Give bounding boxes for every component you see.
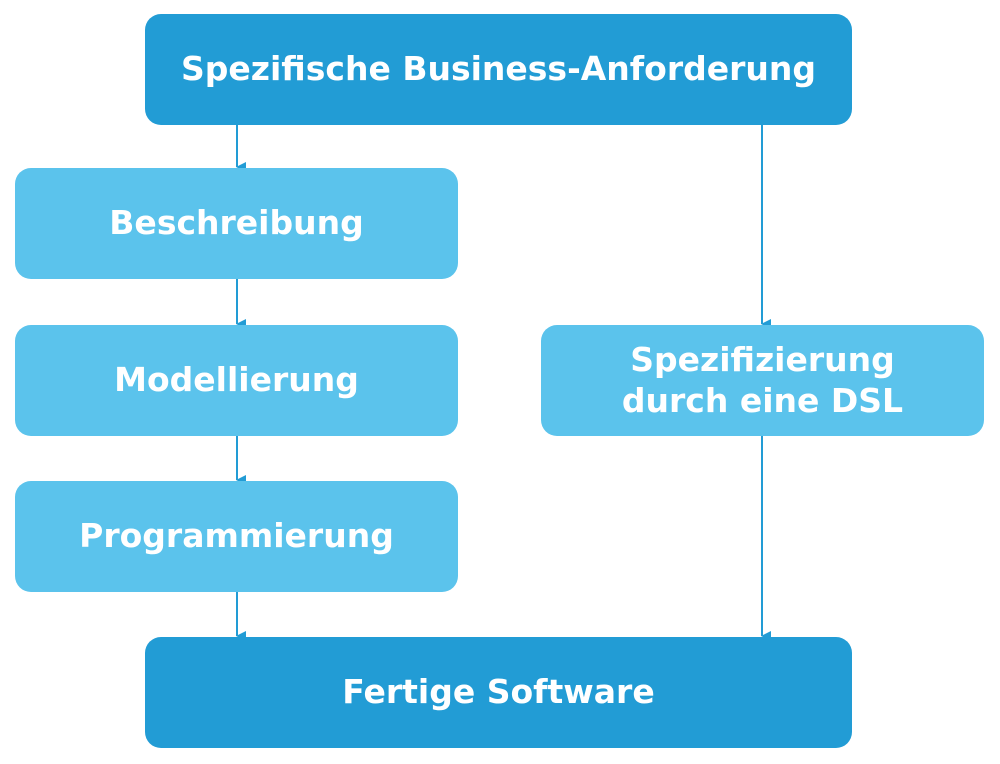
- dsl-label-line1: Spezifizierung: [630, 340, 895, 380]
- business-requirement-box: Spezifische Business-Anforderung: [145, 14, 852, 125]
- dsl-label-line2: durch eine DSL: [621, 380, 904, 420]
- beschreibung-label: Beschreibung: [109, 203, 364, 243]
- modellierung-label: Modellierung: [114, 360, 359, 400]
- programmierung-label: Programmierung: [79, 516, 394, 556]
- programmierung-box: Programmierung: [15, 481, 458, 592]
- modellierung-box: Modellierung: [15, 325, 458, 436]
- dsl-specification-box: Spezifizierung durch eine DSL: [541, 325, 984, 436]
- business-requirement-label: Spezifische Business-Anforderung: [181, 49, 816, 89]
- finished-software-label: Fertige Software: [342, 672, 655, 712]
- beschreibung-box: Beschreibung: [15, 168, 458, 279]
- finished-software-box: Fertige Software: [145, 637, 852, 748]
